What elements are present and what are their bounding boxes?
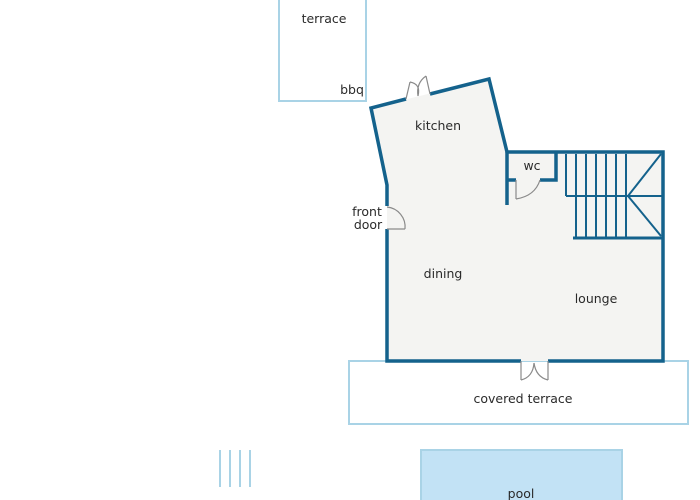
covered-terrace-label: covered terrace	[474, 391, 573, 406]
kitchen-label: kitchen	[415, 118, 461, 133]
terrace-door-icon	[520, 361, 549, 381]
pool-area	[420, 449, 623, 500]
stairs-icon	[565, 153, 663, 240]
front-door-label-line2: door	[354, 217, 383, 232]
wc-door-icon	[515, 179, 541, 200]
covered-terrace-area	[348, 360, 689, 425]
terrace-label: terrace	[302, 11, 347, 26]
exterior-walls	[368, 76, 665, 363]
house-interior	[371, 79, 663, 361]
front-door-label-line1: front	[352, 204, 382, 219]
bbq-label: bbq	[340, 82, 364, 97]
front-door-icon	[386, 206, 406, 230]
pool-label: pool	[508, 486, 535, 500]
kitchen-door-icon	[405, 75, 431, 100]
wc-walls	[505, 152, 558, 205]
outdoor-steps-icon	[219, 450, 251, 487]
dining-label: dining	[424, 266, 463, 281]
lounge-label: lounge	[575, 291, 618, 306]
terrace-area	[278, 0, 367, 102]
wc-label: wc	[523, 158, 540, 173]
